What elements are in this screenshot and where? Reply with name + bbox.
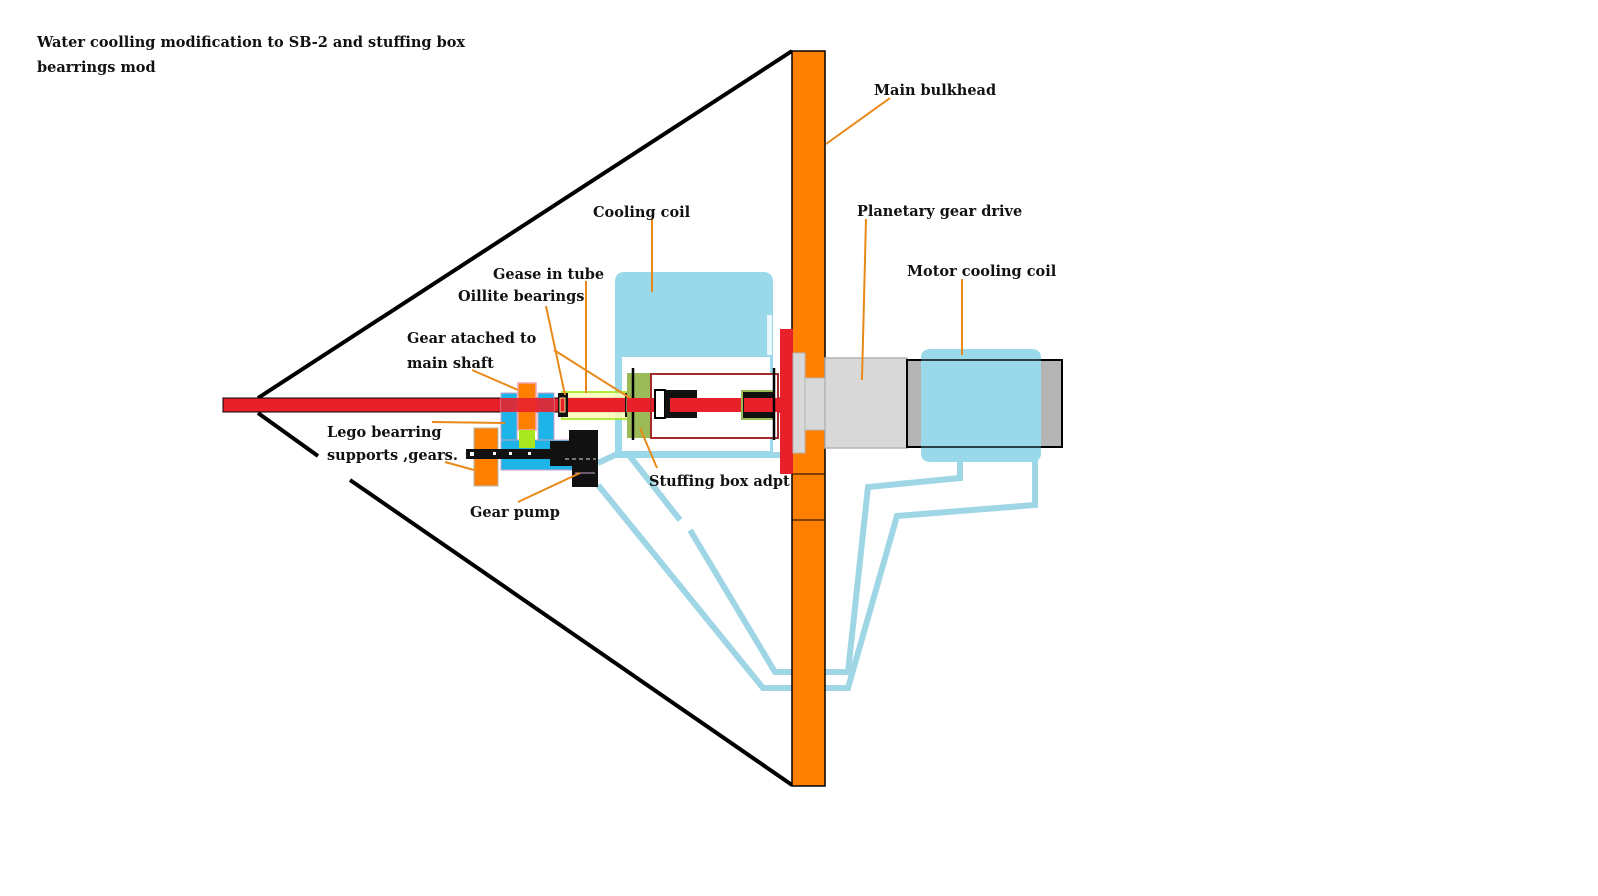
hull-lower-line-short xyxy=(256,411,320,458)
label-lego-bearing-line1: Lego bearring xyxy=(327,424,442,441)
shaft-through-gears xyxy=(501,398,554,412)
planetary-gear-drive xyxy=(824,357,908,449)
leader-gear-pump xyxy=(517,472,581,503)
label-gear-attached-line1: Gear atached to xyxy=(407,330,537,347)
label-stuffing-box-adpt: Stuffing box adpt xyxy=(649,473,790,490)
hull-outline xyxy=(256,49,794,787)
motor-cooling-coil xyxy=(921,349,1041,462)
gear-pump-body xyxy=(550,441,598,466)
label-oillite-bearings: Oillite bearings xyxy=(458,288,584,305)
gear-pump xyxy=(550,430,598,487)
pipe-motor-return xyxy=(595,455,1038,691)
stuffing-box-bearing-front-core xyxy=(670,398,697,412)
label-lego-bearing-line2: supports ,gears. xyxy=(327,447,458,464)
shaft-in-adapter xyxy=(627,398,651,412)
gear-pump-bottom xyxy=(572,464,598,487)
leader-stuffing-box-adpt xyxy=(639,427,658,469)
pipe-motor-feed xyxy=(687,455,963,675)
leader-planetary-gear-drive xyxy=(861,218,867,381)
leader-oillite-bearing-right xyxy=(553,349,631,399)
stuffing-box-washer xyxy=(654,389,666,419)
stuffing-box-bearing-rear-core xyxy=(744,398,774,412)
lego-axle-hole-3 xyxy=(509,452,512,455)
shaft-flange xyxy=(780,329,793,474)
leader-main-bulkhead xyxy=(825,97,891,145)
hull-lower-line xyxy=(348,478,794,787)
label-main-bulkhead: Main bulkhead xyxy=(874,82,996,99)
diagram-title-line2: bearrings mod xyxy=(37,59,156,76)
shaft-in-grease-tube xyxy=(562,398,632,412)
pipe-short-stub xyxy=(622,448,683,522)
oillite-bearing-left-core xyxy=(559,397,566,413)
bulkhead-seal-inner xyxy=(804,377,826,431)
lego-axle-hole-4 xyxy=(528,452,531,455)
label-gease-in-tube: Gease in tube xyxy=(493,266,604,283)
bulkhead-seal-outer xyxy=(792,352,806,454)
label-gear-attached-line2: main shaft xyxy=(407,355,494,372)
hull-upper-line xyxy=(256,49,794,400)
leader-lines xyxy=(431,97,963,503)
label-gear-pump: Gear pump xyxy=(470,504,560,521)
leader-lego-supports-gears xyxy=(444,461,475,471)
leader-lego-bearing xyxy=(431,421,506,424)
label-planetary-gear-drive: Planetary gear drive xyxy=(857,203,1022,220)
gear-hub xyxy=(519,430,535,448)
lego-axle-hole-1 xyxy=(470,452,474,456)
cooling-coil-highlight xyxy=(767,315,772,355)
leader-gear-attached xyxy=(471,369,519,391)
label-cooling-coil: Cooling coil xyxy=(593,204,691,221)
diagram-title-line1: Water coolling modification to SB-2 and … xyxy=(36,34,465,51)
label-motor-cooling-coil: Motor cooling coil xyxy=(907,263,1057,280)
lego-axle-hole-2 xyxy=(493,452,496,455)
